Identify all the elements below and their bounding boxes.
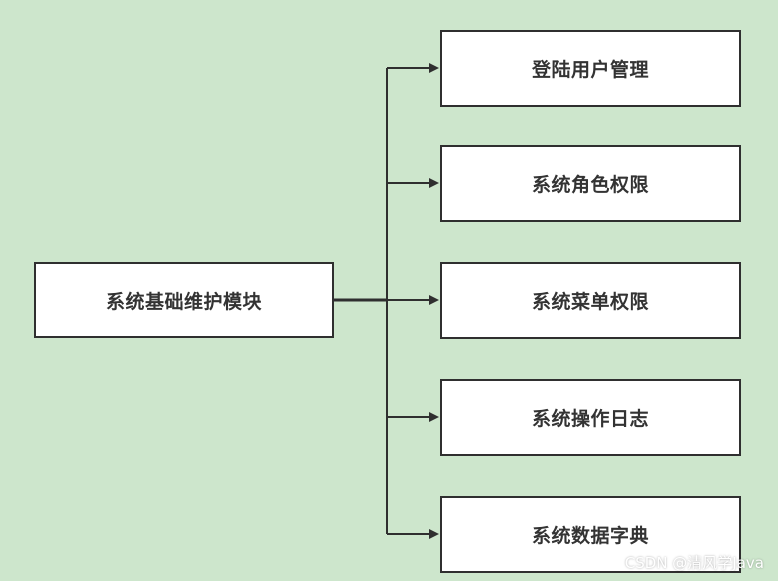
root-module-box: 系统基础维护模块 (34, 262, 334, 338)
child-label: 系统数据字典 (531, 525, 649, 547)
child-box-operation-log: 系统操作日志 (440, 379, 741, 456)
child-box-role-permissions: 系统角色权限 (440, 145, 741, 222)
child-box-data-dictionary: 系统数据字典 (440, 496, 741, 573)
root-module-label: 系统基础维护模块 (105, 290, 262, 313)
child-label: 系统操作日志 (531, 408, 649, 430)
child-box-menu-permissions: 系统菜单权限 (440, 262, 741, 339)
child-label: 登陆用户管理 (531, 59, 649, 81)
child-label: 系统菜单权限 (531, 291, 649, 313)
child-label: 系统角色权限 (531, 174, 649, 196)
child-box-login-user-management: 登陆用户管理 (440, 30, 741, 107)
watermark: CSDN @清风学Java (624, 554, 764, 572)
